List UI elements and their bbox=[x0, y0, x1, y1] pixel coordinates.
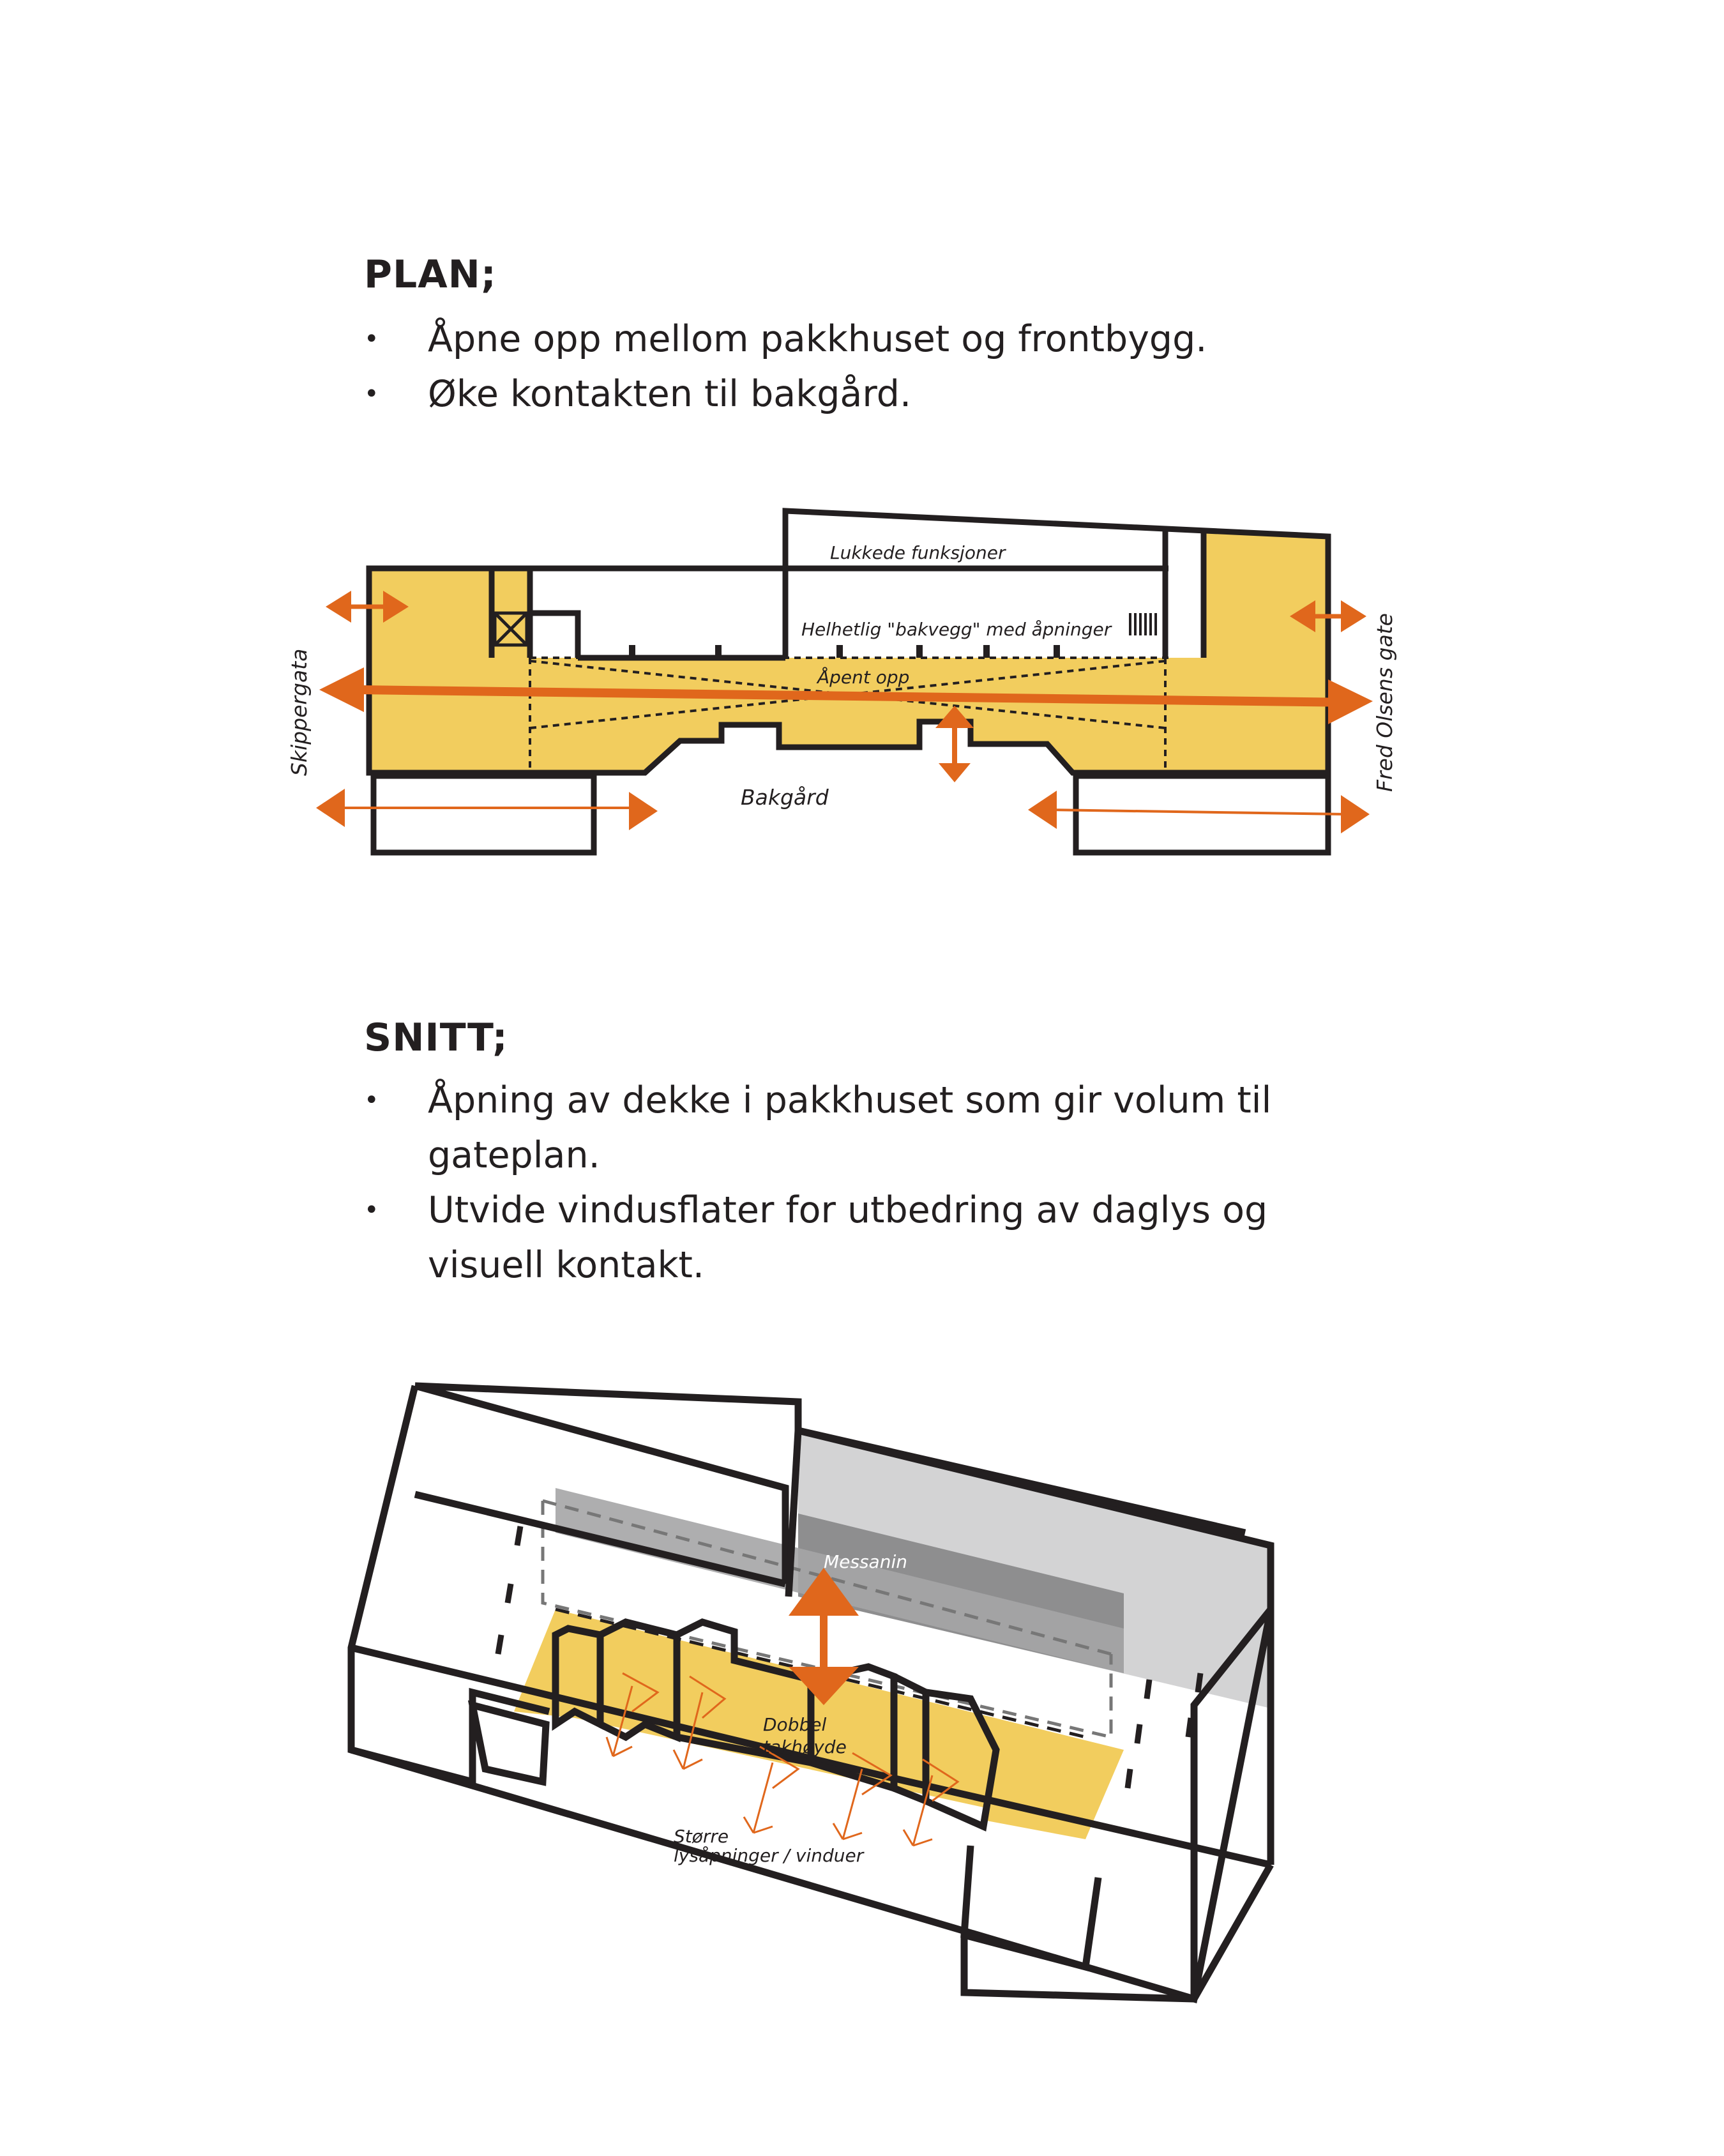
label-helhetlig-bakvegg: Helhetlig "bakvegg" med åpninger bbox=[801, 619, 1112, 640]
plan-bullet-list: Åpne opp mellom pakkhuset og frontbygg. … bbox=[364, 312, 1322, 421]
plan-bullet-2: Øke kontakten til bakgård. bbox=[364, 367, 1322, 421]
stair-x-symbol bbox=[493, 611, 529, 647]
label-fred-olsens-gate: Fred Olsens gate bbox=[1372, 613, 1397, 792]
open-yellow-area bbox=[369, 533, 1328, 773]
snitt-bullet-1: Åpning av dekke i pakkhuset som gir volu… bbox=[364, 1073, 1322, 1183]
label-takhoyde: takhøyde bbox=[763, 1736, 847, 1757]
label-messanin: Messanin bbox=[824, 1551, 907, 1572]
window-dash-marks bbox=[495, 1526, 1204, 1789]
orange-arrows bbox=[316, 591, 1373, 833]
label-skippergata: Skippergata bbox=[287, 649, 312, 776]
axonometric-walls bbox=[347, 1382, 1274, 2003]
plan-title: PLAN; bbox=[364, 252, 497, 297]
label-apent-opp: Åpent opp bbox=[816, 666, 909, 688]
label-dobbel: Dobbel bbox=[763, 1714, 826, 1735]
plan-bullet-1: Åpne opp mellom pakkhuset og frontbygg. bbox=[364, 312, 1322, 367]
snitt-bullet-list: Åpning av dekke i pakkhuset som gir volu… bbox=[364, 1073, 1322, 1293]
snitt-bullet-2: Utvide vindusflater for utbedring av dag… bbox=[364, 1183, 1322, 1293]
label-bakgard: Bakgård bbox=[741, 785, 829, 810]
axon-orange-arrows bbox=[605, 1568, 960, 1847]
label-storre: Større bbox=[674, 1826, 729, 1847]
snitt-title: SNITT; bbox=[364, 1015, 508, 1060]
double-height-yellow bbox=[514, 1609, 1124, 1839]
floor-plan-diagram: Lukkede funksjoner Helhetlig "bakvegg" m… bbox=[287, 508, 1397, 856]
label-lysapninger: lysåpninger / vinduer bbox=[674, 1845, 865, 1866]
dashed-back-wall bbox=[529, 657, 1168, 773]
label-lukkede-funksjoner: Lukkede funksjoner bbox=[830, 542, 1006, 563]
wall-stubs bbox=[629, 645, 1060, 658]
stair-hatch-symbol bbox=[1129, 613, 1157, 635]
